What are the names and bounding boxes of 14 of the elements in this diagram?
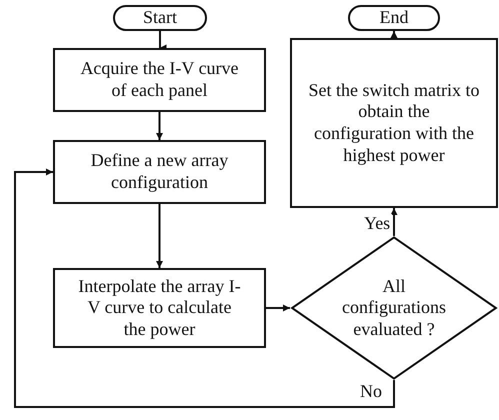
step-text: Interpolate the array I-V curve to calculate the power <box>77 276 242 340</box>
process-box <box>53 140 266 204</box>
process-box <box>290 38 498 208</box>
terminal-pill <box>348 5 440 31</box>
decision-diamond <box>290 236 498 380</box>
process-box <box>53 268 266 348</box>
decision-text: All configurations evaluated ? <box>341 276 447 340</box>
terminal-pill <box>113 5 207 31</box>
process-box <box>53 48 266 112</box>
step-text: Acquire the I-V curve of each panel <box>79 58 240 102</box>
terminal-label: Start <box>143 7 177 29</box>
step-text: Define a new array configuration <box>90 150 230 194</box>
step-text: Set the switch matrix to obtain the configuration with the highest power <box>308 80 480 166</box>
terminal-label: End <box>380 7 408 29</box>
